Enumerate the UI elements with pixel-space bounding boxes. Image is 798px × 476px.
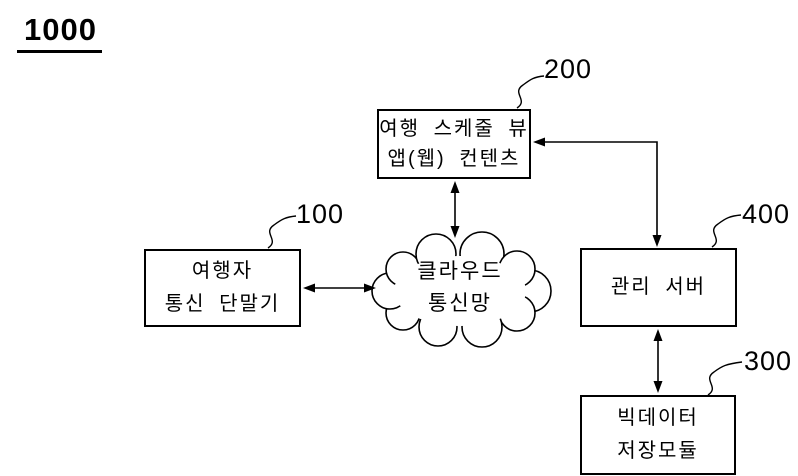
node-cloud-network-line2: 통신망 xyxy=(395,288,525,320)
arrow-app-cloud xyxy=(451,181,460,238)
ref-label-400: 400 xyxy=(742,201,790,228)
node-app-content-line1: 여행 스케줄 뷰 xyxy=(379,114,529,144)
node-traveler-terminal: 여행자 통신 단말기 xyxy=(144,249,301,327)
leader-300 xyxy=(708,362,742,395)
figure-number: 1000 xyxy=(17,12,102,53)
node-management-server-line1: 관리 서버 xyxy=(611,271,706,304)
node-management-server: 관리 서버 xyxy=(580,248,737,327)
arrow-server-app xyxy=(533,138,662,248)
arrow-terminal-cloud xyxy=(303,284,376,293)
node-app-content: 여행 스케줄 뷰 앱(웹) 컨텐츠 xyxy=(377,109,531,179)
ref-label-300: 300 xyxy=(744,348,792,375)
ref-label-200: 200 xyxy=(544,56,592,83)
node-cloud-network-line1: 클라우드 xyxy=(395,256,525,288)
leader-400 xyxy=(712,215,741,247)
node-app-content-line2: 앱(웹) 컨텐츠 xyxy=(388,144,521,174)
node-bigdata-module: 빅데이터 저장모듈 xyxy=(580,395,736,475)
node-bigdata-module-line1: 빅데이터 xyxy=(617,402,699,435)
node-traveler-terminal-line1: 여행자 xyxy=(192,255,253,288)
node-traveler-terminal-line2: 통신 단말기 xyxy=(165,288,281,321)
node-cloud-network: 클라우드 통신망 xyxy=(395,256,525,319)
ref-label-100: 100 xyxy=(296,201,344,228)
node-bigdata-module-line2: 저장모듈 xyxy=(617,435,699,468)
arrow-server-bigdata xyxy=(654,329,663,393)
leader-100 xyxy=(268,216,296,248)
leader-200 xyxy=(517,76,544,108)
